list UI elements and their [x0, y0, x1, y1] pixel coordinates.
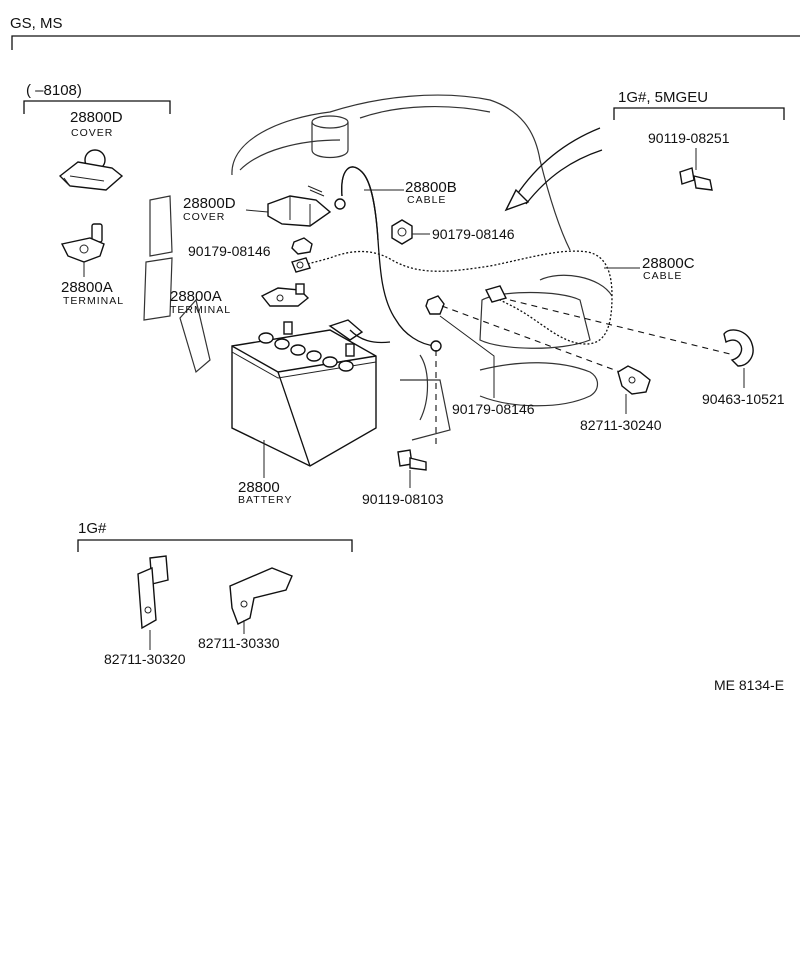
group-5mgeu-label: 1G#, 5MGEU	[618, 89, 708, 106]
battery-number: 28800	[238, 479, 280, 496]
nut-lower-part	[425, 295, 445, 315]
clip-dashed-leader	[509, 299, 731, 355]
terminal-name: TERMINAL	[170, 304, 231, 316]
cover-part	[267, 185, 332, 227]
bracket-1g-b-number: 82711-30330	[198, 635, 280, 651]
nut-lower-dashed-leader	[441, 305, 621, 373]
bolt-lower-part	[397, 449, 427, 471]
bolt-upper-number: 90119-08251	[648, 130, 730, 146]
terminal-early-name: TERMINAL	[63, 295, 124, 307]
cable-c-number: 28800C	[642, 255, 695, 272]
direction-arrow	[504, 127, 603, 212]
bolt-lower-number: 90119-08103	[362, 491, 444, 507]
cover-early-number: 28800D	[70, 109, 123, 126]
cable-b-number: 28800B	[405, 179, 457, 196]
group-5mgeu-bracket	[613, 107, 785, 120]
engine-outline	[143, 94, 613, 441]
battery-part	[231, 321, 377, 467]
diagram-code: ME 8134-E	[714, 677, 784, 693]
group-early-label: ( –8108)	[26, 82, 82, 99]
clip-number: 90463-10521	[702, 391, 785, 407]
bracket-1g-b-part	[229, 567, 293, 625]
cable-b-part	[328, 166, 442, 352]
bracket-main-part	[617, 365, 651, 395]
cable-b-name: CABLE	[407, 194, 446, 206]
bracket-main-number: 82711-30240	[580, 417, 662, 433]
nut-upper-part	[391, 219, 413, 245]
cover-early-name: COVER	[71, 127, 113, 139]
bracket-1g-a-number: 82711-30320	[104, 651, 186, 667]
group-1g-bracket	[77, 539, 353, 552]
cover-leader	[245, 209, 269, 213]
terminal-early-number: 28800A	[61, 279, 113, 296]
group-1g-label: 1G#	[78, 520, 107, 537]
nut-lower-number: 90179-08146	[452, 401, 535, 417]
clip-part	[723, 329, 754, 367]
cover-name: COVER	[183, 211, 225, 223]
terminal-number: 28800A	[170, 288, 222, 305]
terminal-part	[260, 283, 310, 307]
bracket-1g-a-part	[137, 555, 169, 630]
group-early-bracket	[23, 100, 171, 114]
terminal-early-part	[60, 223, 105, 277]
nut-cover-number: 90179-08146	[188, 243, 271, 259]
header-title: GS, MS	[10, 15, 63, 32]
nut-upper-number: 90179-08146	[432, 226, 515, 242]
cover-early-part	[58, 149, 124, 191]
nut-cover-part	[291, 237, 313, 255]
battery-name: BATTERY	[238, 494, 292, 506]
bolt-upper-part	[679, 167, 713, 191]
nut-lower-leader	[439, 315, 495, 398]
cover-number: 28800D	[183, 195, 236, 212]
cable-c-part	[291, 250, 613, 345]
cable-c-name: CABLE	[643, 270, 682, 282]
header-bracket	[11, 35, 800, 50]
